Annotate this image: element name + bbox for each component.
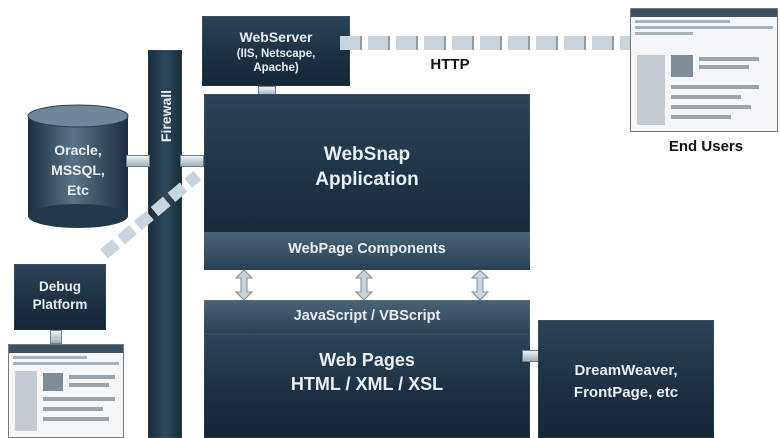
scripts-band: JavaScript / VBScript	[204, 300, 530, 334]
web-pages-box: Web Pages HTML / XML / XSL	[204, 334, 530, 438]
database-cylinder	[27, 104, 129, 228]
webserver-detail: (IIS, Netscape, Apache)	[236, 48, 316, 74]
end-users-label: End Users	[668, 138, 744, 155]
scripts-label: JavaScript / VBScript	[293, 308, 441, 324]
db-connector	[180, 155, 204, 167]
http-link	[340, 36, 630, 50]
bidirectional-arrows	[234, 269, 490, 301]
db-connector	[126, 155, 150, 167]
debug-connector	[50, 330, 62, 344]
web-pages-label: Web Pages HTML / XML / XSL	[290, 350, 444, 394]
websnap-label: WebSnap Application	[315, 144, 419, 190]
webpage-components-label: WebPage Components	[288, 241, 446, 257]
webserver-title: WebServer	[239, 29, 313, 45]
debug-platform-label: Debug Platform	[32, 279, 88, 312]
editors-box: DreamWeaver, FrontPage, etc	[538, 320, 714, 438]
debug-browser-screenshot	[8, 344, 124, 438]
websnap-application-box: WebSnap Application WebPage Components	[204, 94, 530, 270]
firewall-label: Firewall	[158, 89, 174, 143]
end-users-browser-screenshot	[630, 8, 778, 132]
webpage-components-band: WebPage Components	[204, 232, 530, 270]
debug-platform-box: Debug Platform	[14, 264, 106, 330]
editors-label: DreamWeaver, FrontPage, etc	[573, 362, 679, 401]
firewall: Firewall	[148, 50, 182, 438]
http-label: HTTP	[430, 56, 470, 73]
database-label: Oracle, MSSQL, Etc	[51, 142, 105, 198]
webserver-box: WebServer (IIS, Netscape, Apache)	[202, 16, 350, 86]
